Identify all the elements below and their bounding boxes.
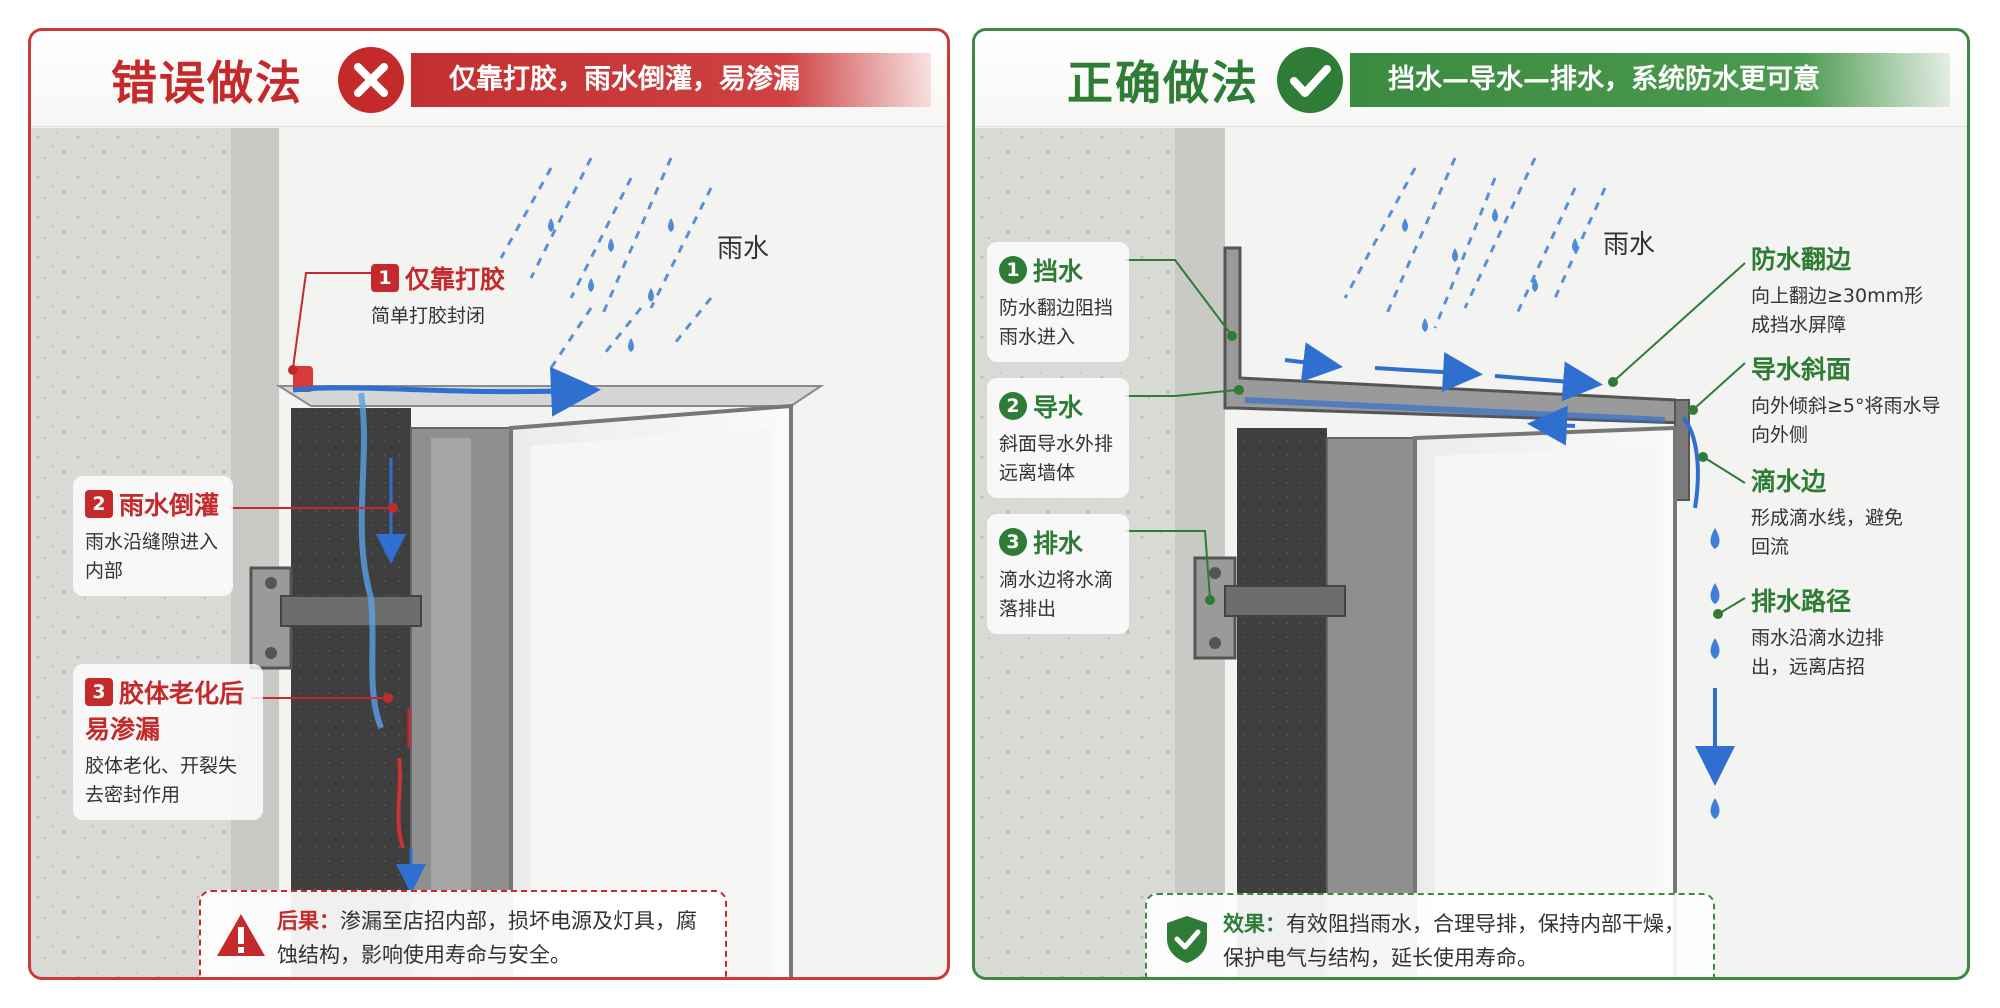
- shield-check-icon: [1167, 916, 1207, 963]
- label-drain-path: 排水路径 雨水沿滴水边排出，远离店招: [1751, 582, 1921, 682]
- label-desc: 向上翻边≥30mm形成挡水屏障: [1751, 285, 1924, 336]
- callout-number: 1: [371, 264, 399, 292]
- wrong-consequence-box: 后果：渗漏至店招内部，损坏电源及灯具，腐蚀结构，影响使用寿命与安全。: [199, 890, 727, 977]
- callout-desc: 防水翻边阻挡雨水进入: [999, 297, 1114, 348]
- callout-title: 挡水: [1033, 257, 1084, 286]
- label-title: 滴水边: [1751, 467, 1827, 496]
- label-title: 排水路径: [1751, 587, 1852, 616]
- callout-desc: 胶体老化、开裂失去密封作用: [85, 755, 238, 806]
- callout-number: 1: [999, 256, 1027, 284]
- label-title: 导水斜面: [1751, 355, 1852, 384]
- wrong-panel-title: 错误做法: [111, 56, 303, 110]
- rain-label: 雨水: [717, 234, 770, 264]
- callout-desc: 斜面导水外排远离墙体: [999, 433, 1114, 484]
- callout-number: 2: [85, 490, 113, 518]
- callout-desc: 简单打胶封闭: [371, 305, 486, 327]
- label-drip-edge: 滴水边 形成滴水线，避免回流: [1751, 462, 1911, 562]
- callout-title: 仅靠打胶: [405, 265, 506, 294]
- consequence-label: 后果：: [277, 909, 340, 933]
- label-desc: 向外倾斜≥5°将雨水导向外侧: [1751, 395, 1941, 446]
- label-title: 防水翻边: [1751, 245, 1852, 274]
- wrong-method-panel: 错误做法 仅靠打胶，雨水倒灌，易渗漏: [28, 28, 950, 980]
- correct-banner: 挡水—导水—排水，系统防水更可意: [1350, 53, 1950, 107]
- correct-effect-box: 效果：有效阻挡雨水，合理导排，保持内部干燥，保护电气与结构，延长使用寿命。: [1145, 893, 1715, 977]
- correct-method-panel: 正确做法 挡水—导水—排水，系统防水更可意: [972, 28, 1970, 980]
- x-circle-icon: [336, 45, 406, 115]
- wrong-panel-header: 错误做法 仅靠打胶，雨水倒灌，易渗漏: [31, 31, 947, 127]
- wrong-illustration: [31, 128, 825, 977]
- callout-desc: 雨水沿缝隙进入内部: [85, 531, 219, 582]
- effect-label: 效果：: [1223, 912, 1286, 936]
- wrong-banner: 仅靠打胶，雨水倒灌，易渗漏: [411, 53, 931, 107]
- callout-title: 雨水倒灌: [119, 491, 220, 520]
- callout-title: 导水: [1033, 393, 1084, 422]
- label-slope-surface: 导水斜面 向外倾斜≥5°将雨水导向外侧: [1751, 350, 1941, 450]
- callout-number: 2: [999, 392, 1027, 420]
- label-upstand-flashing: 防水翻边 向上翻边≥30mm形成挡水屏障: [1751, 240, 1941, 340]
- label-desc: 形成滴水线，避免回流: [1751, 507, 1904, 558]
- callout-number: 3: [85, 678, 113, 706]
- warning-icon: [217, 914, 265, 956]
- consequence-text: 渗漏至店招内部，损坏电源及灯具，腐蚀结构，影响使用寿命与安全。: [277, 909, 697, 967]
- rain-label: 雨水: [1603, 230, 1656, 260]
- check-circle-icon: [1275, 45, 1345, 115]
- callout-title: 排水: [1033, 529, 1084, 558]
- callout-title: 胶体老化后易渗漏: [85, 679, 245, 744]
- correct-panel-header: 正确做法 挡水—导水—排水，系统防水更可意: [975, 31, 1967, 127]
- correct-panel-title: 正确做法: [1067, 56, 1259, 110]
- effect-text: 有效阻挡雨水，合理导排，保持内部干燥，保护电气与结构，延长使用寿命。: [1223, 912, 1685, 970]
- callout-number: 3: [999, 528, 1027, 556]
- label-desc: 雨水沿滴水边排出，远离店招: [1751, 627, 1885, 678]
- callout-desc: 滴水边将水滴落排出: [999, 569, 1114, 620]
